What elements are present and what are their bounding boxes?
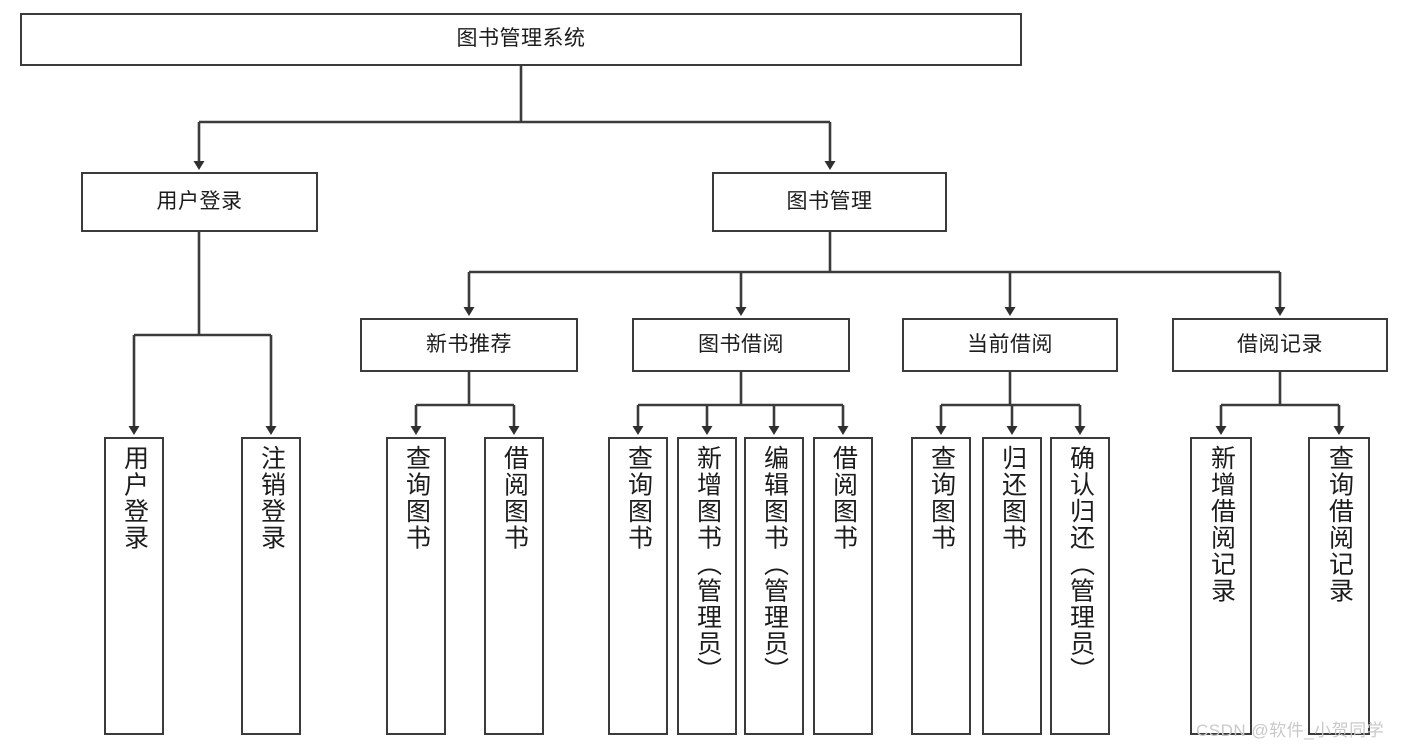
leaf-query-book-current[interactable]: 查询图书	[911, 437, 971, 735]
leaf-return-book[interactable]: 归还图书	[982, 437, 1042, 735]
leaf-edit-book-admin[interactable]: 编辑图书（管理员）	[744, 437, 804, 735]
leaf-add-borrow-record[interactable]: 新增借阅记录	[1190, 437, 1252, 735]
leaf-return-book-label: 归还图书	[998, 445, 1027, 551]
leaf-add-book-admin[interactable]: 新增图书（管理员）	[677, 437, 737, 735]
node-borrow-record[interactable]: 借阅记录	[1172, 318, 1388, 372]
node-new-book-recommend[interactable]: 新书推荐	[360, 318, 578, 372]
leaf-query-borrow-record-label: 查询借阅记录	[1325, 445, 1354, 604]
node-book-borrow[interactable]: 图书借阅	[632, 318, 850, 372]
leaf-confirm-return-admin[interactable]: 确认归还（管理员）	[1050, 437, 1110, 735]
node-new-book-recommend-label: 新书推荐	[426, 332, 512, 356]
leaf-edit-book-admin-label: 编辑图书（管理员）	[760, 445, 789, 684]
leaf-borrow-book-new-label: 借阅图书	[500, 445, 529, 551]
node-book-management-label: 图书管理	[786, 189, 873, 213]
node-borrow-record-label: 借阅记录	[1237, 332, 1323, 356]
watermark: CSDN @软件_小贺同学	[1196, 721, 1385, 740]
leaf-query-book-borrow[interactable]: 查询图书	[608, 437, 668, 735]
node-root[interactable]: 图书管理系统	[20, 13, 1022, 66]
node-current-borrow[interactable]: 当前借阅	[902, 318, 1118, 372]
leaf-add-book-admin-label: 新增图书（管理员）	[693, 445, 722, 684]
node-book-borrow-label: 图书借阅	[698, 332, 784, 356]
leaf-borrow-book-borrow-label: 借阅图书	[829, 445, 858, 551]
node-current-borrow-label: 当前借阅	[967, 332, 1053, 356]
node-user-login[interactable]: 用户登录	[81, 172, 318, 232]
leaf-user-login-label: 用户登录	[120, 445, 149, 551]
leaf-confirm-return-admin-label: 确认归还（管理员）	[1066, 445, 1095, 684]
leaf-query-borrow-record[interactable]: 查询借阅记录	[1308, 437, 1370, 735]
node-book-management[interactable]: 图书管理	[712, 172, 947, 232]
leaf-user-login[interactable]: 用户登录	[104, 437, 164, 735]
leaf-query-book-borrow-label: 查询图书	[624, 445, 653, 551]
node-root-label: 图书管理系统	[456, 27, 586, 51]
leaf-borrow-book-borrow[interactable]: 借阅图书	[813, 437, 873, 735]
node-user-login-label: 用户登录	[156, 189, 243, 213]
leaf-query-book-new[interactable]: 查询图书	[386, 437, 446, 735]
leaf-logout[interactable]: 注销登录	[241, 437, 301, 735]
leaf-add-borrow-record-label: 新增借阅记录	[1207, 445, 1236, 604]
leaf-borrow-book-new[interactable]: 借阅图书	[484, 437, 544, 735]
leaf-query-book-current-label: 查询图书	[927, 445, 956, 551]
leaf-query-book-new-label: 查询图书	[402, 445, 431, 551]
leaf-logout-label: 注销登录	[257, 445, 286, 551]
